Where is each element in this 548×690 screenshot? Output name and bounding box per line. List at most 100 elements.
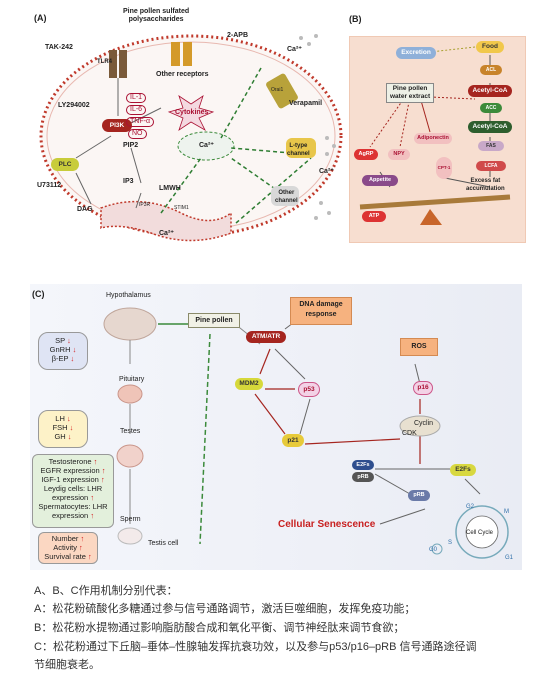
p21-node: p21	[282, 434, 304, 447]
sp-group-box: SP ↓ GnRH ↓ β-EP ↓	[38, 332, 88, 370]
cell-cycle-ring	[455, 505, 509, 559]
p16-node: p16	[413, 381, 433, 395]
other-receptor-shape	[171, 42, 180, 66]
e2fs-node-2: E2Fs	[450, 464, 476, 476]
leydig-label: Leydig cells: LHR	[43, 484, 103, 493]
tlr4-receptor	[109, 50, 117, 78]
dna-damage-box: DNA damage response	[290, 297, 352, 325]
l-type-label: L-type channel	[287, 143, 310, 157]
fsh-label: FSH	[52, 423, 68, 432]
g1-label: G1	[505, 555, 514, 561]
verapamil-label: Verapamil	[289, 100, 323, 107]
cyclin-cdk-complex	[399, 415, 441, 437]
plc-node: PLC	[51, 158, 79, 171]
cytokines-star	[167, 95, 215, 132]
panel-c: (C) Hypothalamus Pine pollen Pituitary T…	[30, 284, 522, 570]
tlr4-label: TLR4	[97, 59, 112, 65]
ros-box: ROS	[400, 338, 438, 356]
food-node: Food	[476, 41, 504, 53]
ca2-right-label: Ca²⁺	[319, 168, 334, 175]
igf1-label: IGF-1 expression	[41, 475, 99, 484]
mdm2-node: MDM2	[235, 378, 263, 390]
orai1-channel	[266, 73, 298, 109]
endoplasmic-reticulum	[100, 200, 232, 242]
acc-node: ACC	[480, 103, 502, 113]
no-label: NO	[128, 129, 147, 139]
p53-node: p53	[298, 382, 320, 397]
m-label: M	[504, 509, 509, 515]
testosterone-label: Testosterone	[48, 457, 92, 466]
caption-line-5: 节细胞衰老。	[34, 659, 100, 671]
panel-b-label: (B)	[349, 14, 362, 24]
agrp-node: AgRP	[354, 149, 378, 160]
ca2-er-label: Ca²⁺	[159, 230, 174, 237]
e2fs-node: E2Fs	[352, 460, 374, 470]
ca2-center-label: Ca²⁺	[199, 142, 214, 149]
ip3-label: IP3	[123, 178, 134, 185]
number-label: Number	[51, 534, 79, 543]
brain-image	[103, 307, 157, 341]
l-type-channel	[286, 138, 316, 158]
testis-cell-label: Testis cell	[148, 540, 179, 547]
other-receptors-label: Other receptors	[156, 71, 209, 78]
tak242-label: TAK-242	[45, 44, 73, 51]
tnfa-label: TNF-α	[126, 117, 154, 127]
survival-label: Survival rate	[44, 552, 86, 561]
acetyl-coa-node-1: Acetyl-CoA	[468, 85, 512, 97]
panel-c-diagram	[103, 307, 509, 559]
sperm-label: Sperm	[120, 516, 141, 523]
ca2-top-label: Ca²⁺	[287, 46, 302, 53]
pituitary-label: Pituitary	[119, 376, 145, 383]
excess-fat-label: Excess fat accumulation	[466, 178, 505, 192]
atm-atr-node: ATM/ATR	[246, 331, 286, 343]
il1-label: IL-1	[126, 93, 147, 103]
caption-line-1: A、B、C作用机制分别代表：	[34, 585, 178, 597]
lh-group-box: LH ↓ FSH ↓ GH ↓	[38, 410, 88, 448]
egfr-label: EGFR expression	[40, 466, 100, 475]
gnrh-label: GnRH	[49, 345, 71, 354]
pine-pollen-box: Pine pollen	[188, 313, 240, 328]
ly294002-label: LY294002	[58, 102, 90, 109]
gh-label: GH	[54, 432, 66, 441]
fas-node: FAS	[478, 141, 504, 151]
pip2-label: PIP2	[123, 142, 139, 149]
atp-node: ATP	[362, 211, 386, 222]
panel-c-label: (C)	[32, 289, 45, 299]
stim1-label: STIM1	[174, 205, 189, 211]
sp-label: SP	[55, 336, 66, 345]
other-channel-label: Other channel	[275, 190, 298, 204]
g2-label: G2	[466, 504, 475, 510]
other-channel	[271, 186, 299, 206]
panel-a-diagram	[39, 34, 343, 242]
hypothalamus-label: Hypothalamus	[106, 292, 151, 299]
panel-a: (A) Pine pollen sulfated polysaccharides…	[31, 8, 351, 248]
spermatocytes-label: Spermatocytes: LHR	[38, 502, 108, 511]
lmwh-label: LMWH	[159, 185, 181, 192]
prb-node: pRB	[352, 472, 374, 482]
acetyl-coa-node-2: Acetyl-CoA	[468, 121, 512, 133]
caption-line-3: B：松花粉水提物通过影响脂肪酸合成和氧化平衡、调节神经肽来调节食欲；	[34, 622, 405, 634]
sperm-list-box: Number ↑ Activity ↑ Survival rate ↑	[38, 532, 98, 564]
extract-node: Pine pollen water extract	[386, 83, 435, 103]
ace-node: ACL	[480, 65, 502, 75]
cytokines-label: Cytokines	[175, 109, 209, 116]
apb-label: 2-APB	[227, 32, 249, 39]
cdk-label: CDK	[402, 430, 417, 437]
spermatocytes-expression-label: expression	[51, 511, 89, 520]
polysaccharide-title: Pine pollen sulfated polysaccharides	[123, 8, 190, 23]
dag-label: DAG	[77, 206, 93, 213]
caption-line-2: A：松花粉硫酸化多糖通过参与信号通路调节，激活巨噬细胞，发挥免疫功能；	[34, 603, 416, 615]
leydig-expression-label: expression	[51, 493, 89, 502]
testis-list-box: Testosterone ↑ EGFR expression ↑ IGF-1 e…	[32, 454, 114, 528]
il6-label: IL-6	[126, 105, 147, 115]
activity-label: Activity	[53, 543, 77, 552]
g0-label: G0	[429, 547, 438, 553]
cell-cycle-label: Cell Cycle	[466, 530, 494, 536]
panel-a-label: (A)	[34, 13, 47, 23]
adiponectin-node: Adiponectin	[414, 133, 452, 144]
appetite-node: Appetite	[362, 175, 398, 186]
u73112-label: U73112	[37, 182, 62, 189]
npy-node: NPY	[388, 149, 410, 160]
pituitary-image	[117, 384, 143, 404]
lcfa-node: LCFA	[476, 161, 506, 171]
